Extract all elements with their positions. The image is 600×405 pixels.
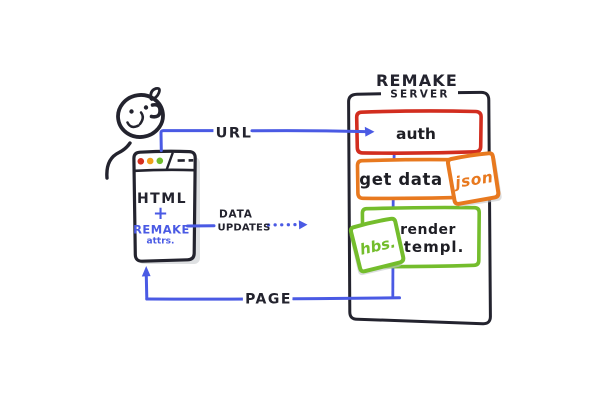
page-arrow-vertical <box>144 274 149 301</box>
browser-html-label: HTML <box>137 191 187 207</box>
server-subtitle: SERVER <box>390 89 449 101</box>
server-outline <box>347 90 492 326</box>
url-arrow-line-left <box>159 129 218 152</box>
render-label-line2: templ. <box>404 238 465 256</box>
server-box: REMAKE SERVER <box>347 71 492 326</box>
data-updates-label-line2: UPDATES <box>218 223 271 234</box>
data-updates-label-line1: DATA <box>219 209 253 221</box>
figure-arm <box>105 141 132 180</box>
figure-eye-right <box>143 105 149 110</box>
server-title: REMAKE <box>376 71 458 90</box>
figure-ear <box>149 102 162 119</box>
traffic-light-green <box>156 157 164 165</box>
auth-box-outline <box>354 109 483 155</box>
url-arrow: URL <box>159 122 375 152</box>
data-updates-arrowhead <box>298 220 308 230</box>
json-tag: json <box>445 151 502 207</box>
url-arrow-line-right <box>250 129 367 134</box>
page-arrow-horizontal <box>145 296 401 301</box>
page-label: PAGE <box>245 292 292 308</box>
browser-titlebar-divider <box>134 168 195 173</box>
traffic-light-red <box>137 158 145 165</box>
browser-plus-label: + <box>153 203 168 224</box>
browser-remake-label: REMAKE <box>133 223 190 237</box>
figure-nose <box>138 111 144 126</box>
figure-eye-left <box>129 109 134 114</box>
stick-figure <box>105 86 165 180</box>
get-data-label: get data <box>359 170 442 189</box>
hbs-tag: hbs. <box>348 216 406 276</box>
figure-smile <box>126 121 140 129</box>
data-updates-arrow: DATA UPDATES <box>186 209 308 234</box>
url-arrowhead <box>364 126 375 137</box>
browser-frame <box>132 149 197 263</box>
render-label-line1: render <box>400 222 456 238</box>
figure-hair-curl <box>149 86 161 101</box>
browser-titlebar-slash <box>165 152 174 171</box>
auth-label: auth <box>396 125 436 143</box>
browser-attrs-label: attrs. <box>147 237 175 247</box>
hbs-tag-outline <box>348 216 406 274</box>
json-tag-outline <box>445 151 501 206</box>
page-arrow: PAGE <box>141 266 401 311</box>
url-label: URL <box>216 126 253 142</box>
page-arrowhead <box>141 266 151 277</box>
auth-box: auth <box>354 109 483 155</box>
browser-window: HTML + REMAKE attrs. <box>132 149 200 264</box>
traffic-light-amber <box>146 157 154 165</box>
